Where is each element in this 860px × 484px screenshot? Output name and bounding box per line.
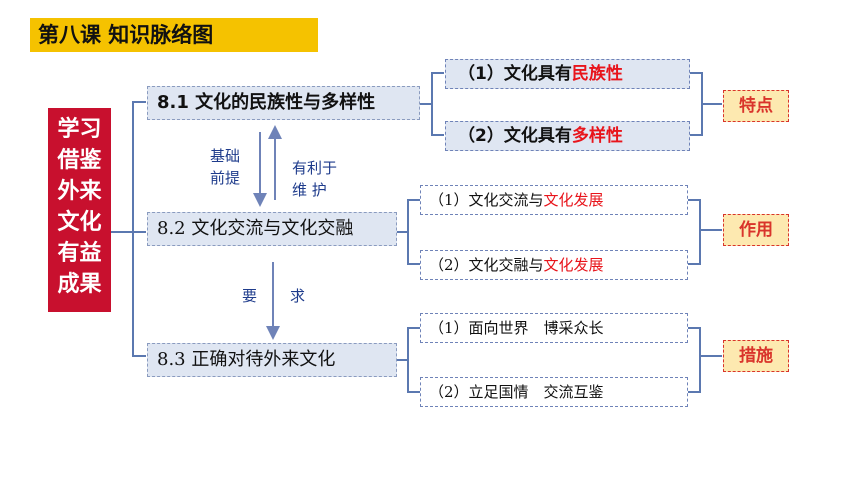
leaf-s2-exchange: （1）文化交流与文化发展 [420,185,688,215]
right-brackets [688,72,722,393]
leaf-text: （2）文化交融与 [429,256,544,274]
leaf-s1-nationality: （1）文化具有民族性 [445,59,690,89]
note-line: 基础 [210,147,241,165]
page-title: 第八课 知识脉络图 [30,18,318,52]
subject-line: 文化 [57,210,102,235]
leaf-text: （2）文化具有 [458,126,572,146]
relation-note-require-b: 求 [290,287,306,305]
leaf-s3-world: （1）面向世界 博采众长 [420,313,688,343]
leaf-highlight: 多样性 [571,126,623,146]
leaf-highlight: 文化发展 [543,191,604,209]
tag-functions: 作用 [723,214,789,246]
section-8-2: 8.2 文化交流与文化交融 [147,212,397,246]
leaf-highlight: 文化发展 [543,256,604,274]
subject-line: 有益 [57,241,102,266]
subject-line: 外来 [57,179,102,204]
leaf-s1-diversity: （2）文化具有多样性 [445,121,690,151]
bracket-s2 [397,199,420,265]
leaf-text: （1）文化交流与 [429,191,544,209]
leaf-s3-national: （2）立足国情 交流互鉴 [420,377,688,407]
bracket-s1 [420,72,444,136]
subject-line: 学习 [57,117,102,142]
relation-note-require-a: 要 [242,287,258,305]
leaf-text: （1）文化具有 [458,64,572,84]
relation-note-benefit: 有利于 维 护 [292,157,337,201]
leaf-highlight: 民族性 [571,64,623,84]
tag-features: 特点 [723,90,789,122]
section-8-1: 8.1 文化的民族性与多样性 [147,86,420,120]
note-line: 有利于 [292,159,338,177]
relation-arrows [253,125,282,340]
subject-line: 借鉴 [57,148,102,173]
subject-box: 学习 借鉴 外来 文化 有益 成果 [48,108,111,312]
note-line: 维 护 [292,181,327,199]
main-bracket [111,101,146,357]
tag-measures: 措施 [723,340,789,372]
note-line: 前提 [210,169,241,187]
subject-line: 成果 [57,272,102,297]
section-8-3: 8.3 正确对待外来文化 [147,343,397,377]
leaf-s2-fusion: （2）文化交融与文化发展 [420,250,688,280]
relation-note-basis: 基础 前提 [210,145,240,189]
bracket-s3 [397,327,420,393]
